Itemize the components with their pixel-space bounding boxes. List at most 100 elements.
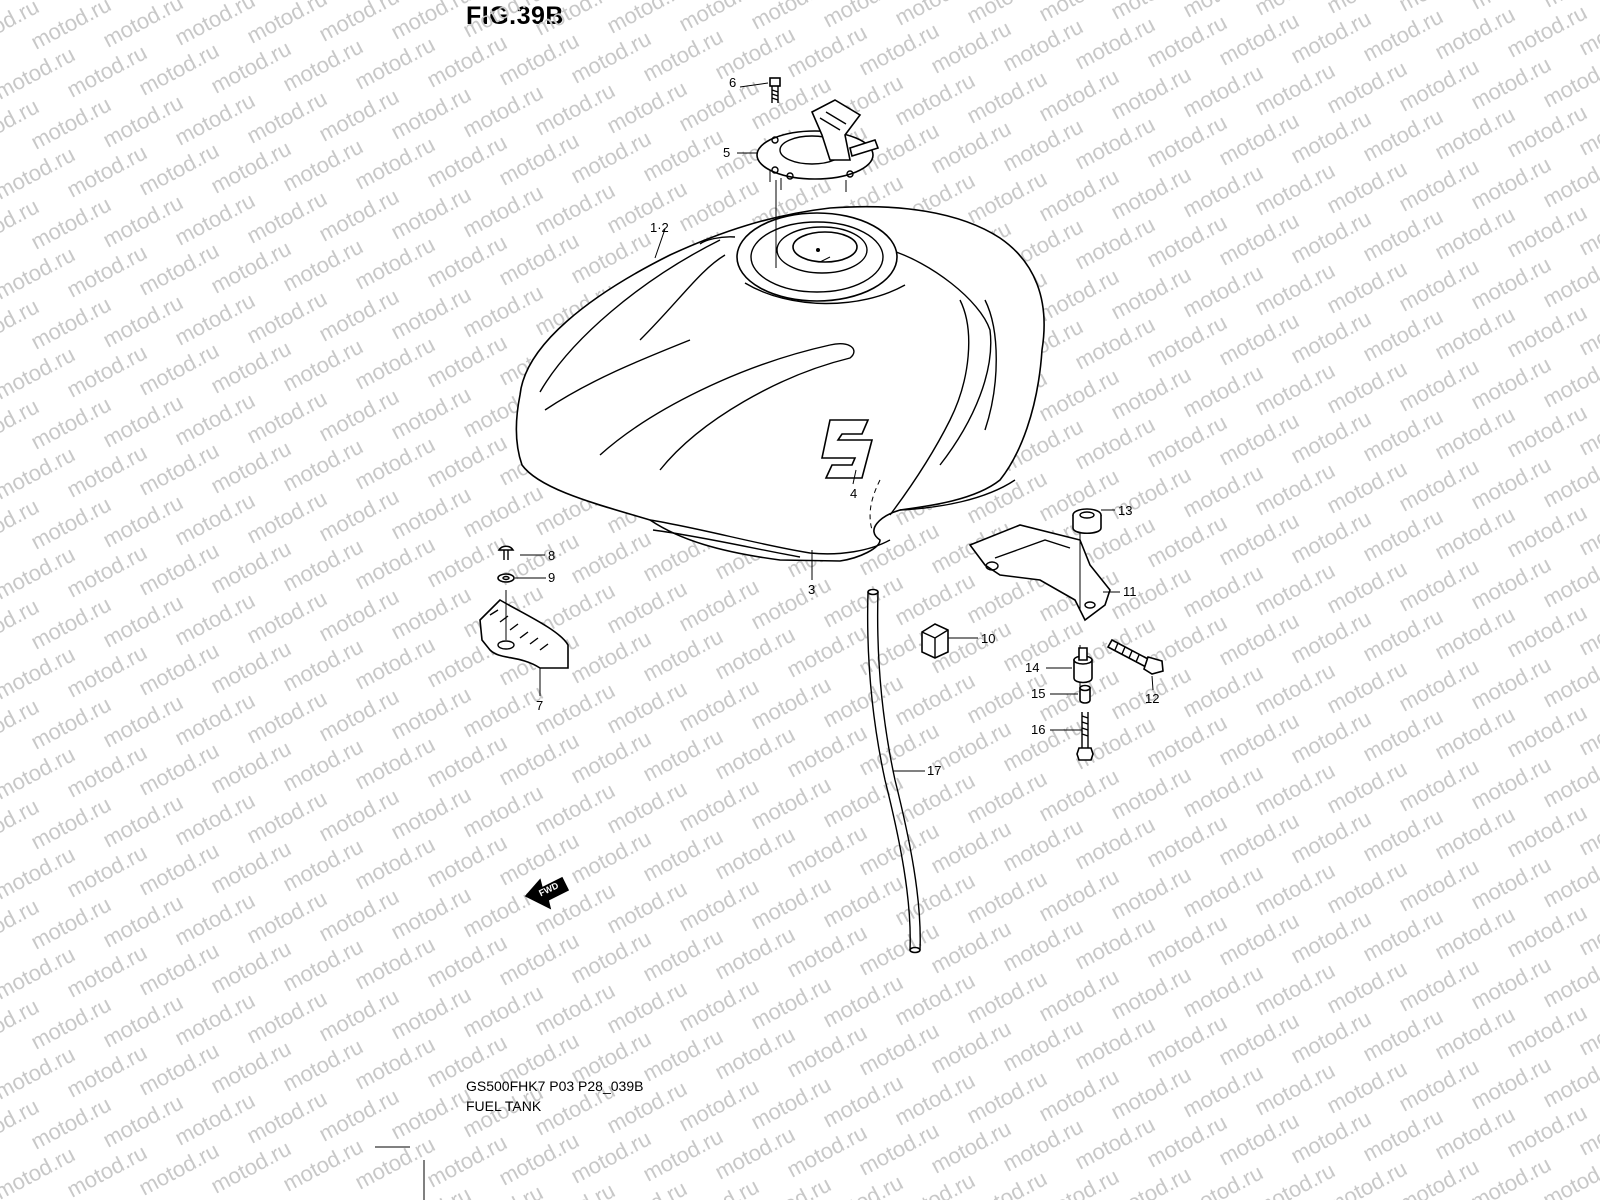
- watermark-text: motod.ru: [675, 74, 763, 137]
- watermark-text: motod.ru: [1071, 412, 1159, 475]
- watermark-text: motod.ru: [171, 1088, 259, 1151]
- watermark-text: motod.ru: [747, 872, 835, 935]
- watermark-text: motod.ru: [1431, 702, 1519, 765]
- watermark-text: motod.ru: [711, 1122, 799, 1185]
- watermark-text: motod.ru: [891, 68, 979, 131]
- watermark-text: motod.ru: [243, 986, 331, 1049]
- tank-mat: [479, 590, 569, 669]
- watermark-text: motod.ru: [1503, 300, 1591, 363]
- watermark-text: motod.ru: [1251, 158, 1339, 221]
- watermark-text: motod.ru: [783, 620, 871, 683]
- watermark-text: motod.ru: [891, 1068, 979, 1131]
- watermark-text: motod.ru: [891, 668, 979, 731]
- watermark-text: motod.ru: [207, 36, 295, 99]
- watermark-text: motod.ru: [1359, 1004, 1447, 1067]
- watermark-text: motod.ru: [423, 230, 511, 293]
- watermark-text: motod.ru: [1431, 502, 1519, 565]
- watermark-text: motod.ru: [387, 282, 475, 345]
- watermark-text: motod.ru: [1539, 950, 1600, 1013]
- watermark-text: motod.ru: [1503, 500, 1591, 563]
- callout-8: 8: [548, 548, 555, 563]
- watermark-text: motod.ru: [1287, 1106, 1375, 1169]
- watermark-text: motod.ru: [1395, 554, 1483, 617]
- watermark-text: motod.ru: [1071, 912, 1159, 975]
- watermark-text: motod.ru: [459, 780, 547, 843]
- watermark-text: motod.ru: [567, 1126, 655, 1189]
- watermark-text: motod.ru: [423, 430, 511, 493]
- watermark-text: motod.ru: [279, 134, 367, 197]
- watermark-text: motod.ru: [243, 586, 331, 649]
- watermark-text: motod.ru: [279, 434, 367, 497]
- watermark-text: motod.ru: [1287, 506, 1375, 569]
- watermark-text: motod.ru: [1323, 656, 1411, 719]
- watermark-text: motod.ru: [1539, 350, 1600, 413]
- watermark-text: motod.ru: [1503, 900, 1591, 963]
- watermark-text: motod.ru: [279, 34, 367, 97]
- watermark-text: motod.ru: [1179, 960, 1267, 1023]
- watermark-text: motod.ru: [1323, 256, 1411, 319]
- watermark-text: motod.ru: [1431, 602, 1519, 665]
- watermark-text: motod.ru: [1287, 106, 1375, 169]
- watermark-text: motod.ru: [459, 680, 547, 743]
- watermark-text: motod.ru: [1395, 154, 1483, 217]
- watermark-text: motod.ru: [1539, 1050, 1600, 1113]
- watermark-text: motod.ru: [567, 926, 655, 989]
- watermark-text: motod.ru: [783, 920, 871, 983]
- watermark-text: motod.ru: [639, 24, 727, 87]
- watermark-text: motod.ru: [1179, 560, 1267, 623]
- watermark-text: motod.ru: [999, 1014, 1087, 1077]
- watermark-text: motod.ru: [63, 940, 151, 1003]
- watermark-text: motod.ru: [207, 336, 295, 399]
- watermark-text: motod.ru: [207, 1036, 295, 1099]
- watermark-text: motod.ru: [963, 166, 1051, 229]
- watermark-text: motod.ru: [135, 238, 223, 301]
- callout-5: 5: [723, 145, 730, 160]
- watermark-text: motod.ru: [495, 128, 583, 191]
- watermark-text: motod.ru: [675, 674, 763, 737]
- callout-1-2: 1·2: [650, 220, 669, 235]
- watermark-text: motod.ru: [711, 22, 799, 85]
- watermark-text: motod.ru: [207, 836, 295, 899]
- watermark-text: motod.ru: [171, 588, 259, 651]
- callout-labels: 1·2 3 4 5 6 7 8 9 10 11 12 13 14 15 16 1…: [536, 75, 1159, 778]
- watermark-text: motod.ru: [963, 766, 1051, 829]
- callout-14: 14: [1025, 660, 1039, 675]
- watermark-text: motod.ru: [1143, 1010, 1231, 1073]
- watermark-text: motod.ru: [27, 1092, 115, 1155]
- watermark-text: motod.ru: [1035, 1064, 1123, 1127]
- watermark-text: motod.ru: [459, 280, 547, 343]
- callout-9: 9: [548, 570, 555, 585]
- watermark-text: motod.ru: [1071, 12, 1159, 75]
- watermark-text: motod.ru: [1215, 1108, 1303, 1171]
- watermark-text: motod.ru: [1359, 604, 1447, 667]
- watermark-text: motod.ru: [1035, 164, 1123, 227]
- watermark-text: motod.ru: [243, 886, 331, 949]
- watermark-text: motod.ru: [63, 540, 151, 603]
- watermark-text: motod.ru: [1143, 710, 1231, 773]
- watermark-text: motod.ru: [495, 228, 583, 291]
- watermark-text: motod.ru: [1323, 456, 1411, 519]
- watermark-text: motod.ru: [495, 728, 583, 791]
- watermark-text: motod.ru: [675, 1074, 763, 1137]
- watermark-text: motod.ru: [1107, 562, 1195, 625]
- watermark-text: motod.ru: [1503, 1100, 1591, 1163]
- watermark-text: motod.ru: [279, 234, 367, 297]
- watermark-text: motod.ru: [1179, 860, 1267, 923]
- watermark-text: motod.ru: [1359, 204, 1447, 267]
- watermark-text: motod.ru: [927, 16, 1015, 79]
- watermark-text: motod.ru: [1071, 212, 1159, 275]
- watermark-text: motod.ru: [171, 888, 259, 951]
- watermark-text: motod.ru: [351, 532, 439, 595]
- watermark-text: motod.ru: [315, 784, 403, 847]
- watermark-text: motod.ru: [783, 720, 871, 783]
- watermark-text: motod.ru: [171, 988, 259, 1051]
- watermark-text: motod.ru: [459, 980, 547, 1043]
- watermark-text: motod.ru: [1431, 302, 1519, 365]
- watermark-text: motod.ru: [351, 132, 439, 195]
- watermark-text: motod.ru: [1431, 1102, 1519, 1165]
- watermark-text: motod.ru: [135, 1038, 223, 1101]
- watermark-text: motod.ru: [171, 188, 259, 251]
- watermark-text: motod.ru: [351, 432, 439, 495]
- watermark-text: motod.ru: [711, 622, 799, 685]
- watermark-text: motod.ru: [603, 776, 691, 839]
